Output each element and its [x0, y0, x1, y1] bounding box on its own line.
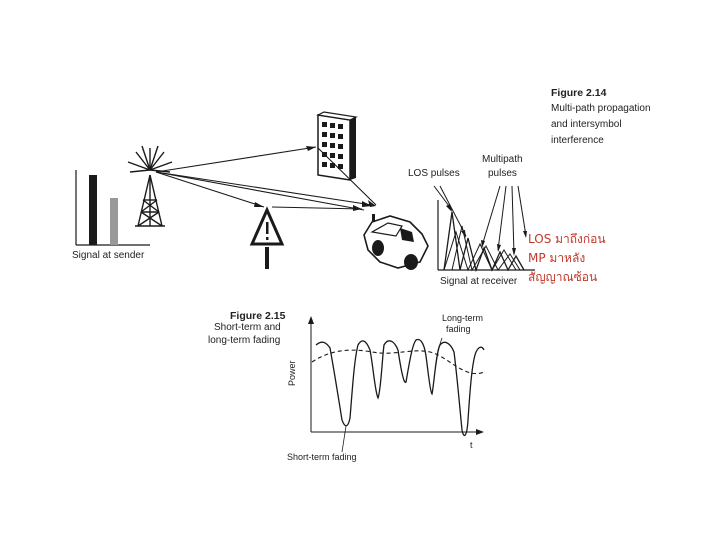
- long-term-curve: [311, 349, 485, 375]
- signal-at-receiver-label: Signal at receiver: [440, 276, 518, 287]
- y-axis-arrow: [308, 316, 314, 324]
- multipath-label-line-2: pulses: [488, 168, 517, 179]
- building-icon: [316, 111, 358, 181]
- los-pulses-label: LOS pulses: [408, 168, 460, 179]
- sender-signal-plot: [75, 170, 150, 246]
- car-icon: [363, 214, 429, 270]
- figure-2-15-caption-line-2: long-term fading: [208, 335, 281, 346]
- figure-2-15-number: Figure 2.15: [230, 310, 286, 322]
- signal-at-sender-label: Signal at sender: [72, 250, 145, 261]
- figure-2-14-number: Figure 2.14: [551, 87, 607, 99]
- figure-2-15-caption-line-1: Short-term and: [214, 322, 281, 333]
- transmitter-tower-icon: [127, 145, 173, 227]
- short-term-fading-label: Short-term fading: [287, 452, 357, 462]
- figure-2-14-caption-line-3: interference: [551, 135, 604, 146]
- receiver-arrowheads: [446, 204, 527, 256]
- annotation-los-first: LOS มาถึงก่อน: [528, 232, 606, 246]
- figure-2-14-caption-line-2: and intersymbol: [551, 119, 622, 130]
- propagation-paths: [155, 146, 377, 211]
- x-axis-arrow: [476, 429, 484, 435]
- fading-plot: [308, 316, 485, 453]
- path-arrowheads: [254, 146, 376, 211]
- sender-bar-secondary: [110, 198, 118, 245]
- time-axis-label: t: [470, 440, 473, 450]
- long-term-fading-label-line-1: Long-term: [442, 313, 484, 323]
- sender-bar-main: [89, 175, 97, 245]
- receiver-signal-plot: [433, 185, 535, 273]
- power-axis-label: Power: [287, 360, 297, 386]
- annotation-mp-later: MP มาหลัง: [528, 251, 586, 265]
- warning-sign-icon: [249, 206, 285, 269]
- short-term-curve: [315, 338, 485, 437]
- multipath-label-line-1: Multipath: [482, 154, 523, 165]
- annotation-overlapping-signal: สัญญาณซ้อน: [528, 270, 598, 284]
- long-term-fading-label-line-2: fading: [446, 324, 471, 334]
- figure-2-14-caption-line-1: Multi-path propagation: [551, 103, 651, 114]
